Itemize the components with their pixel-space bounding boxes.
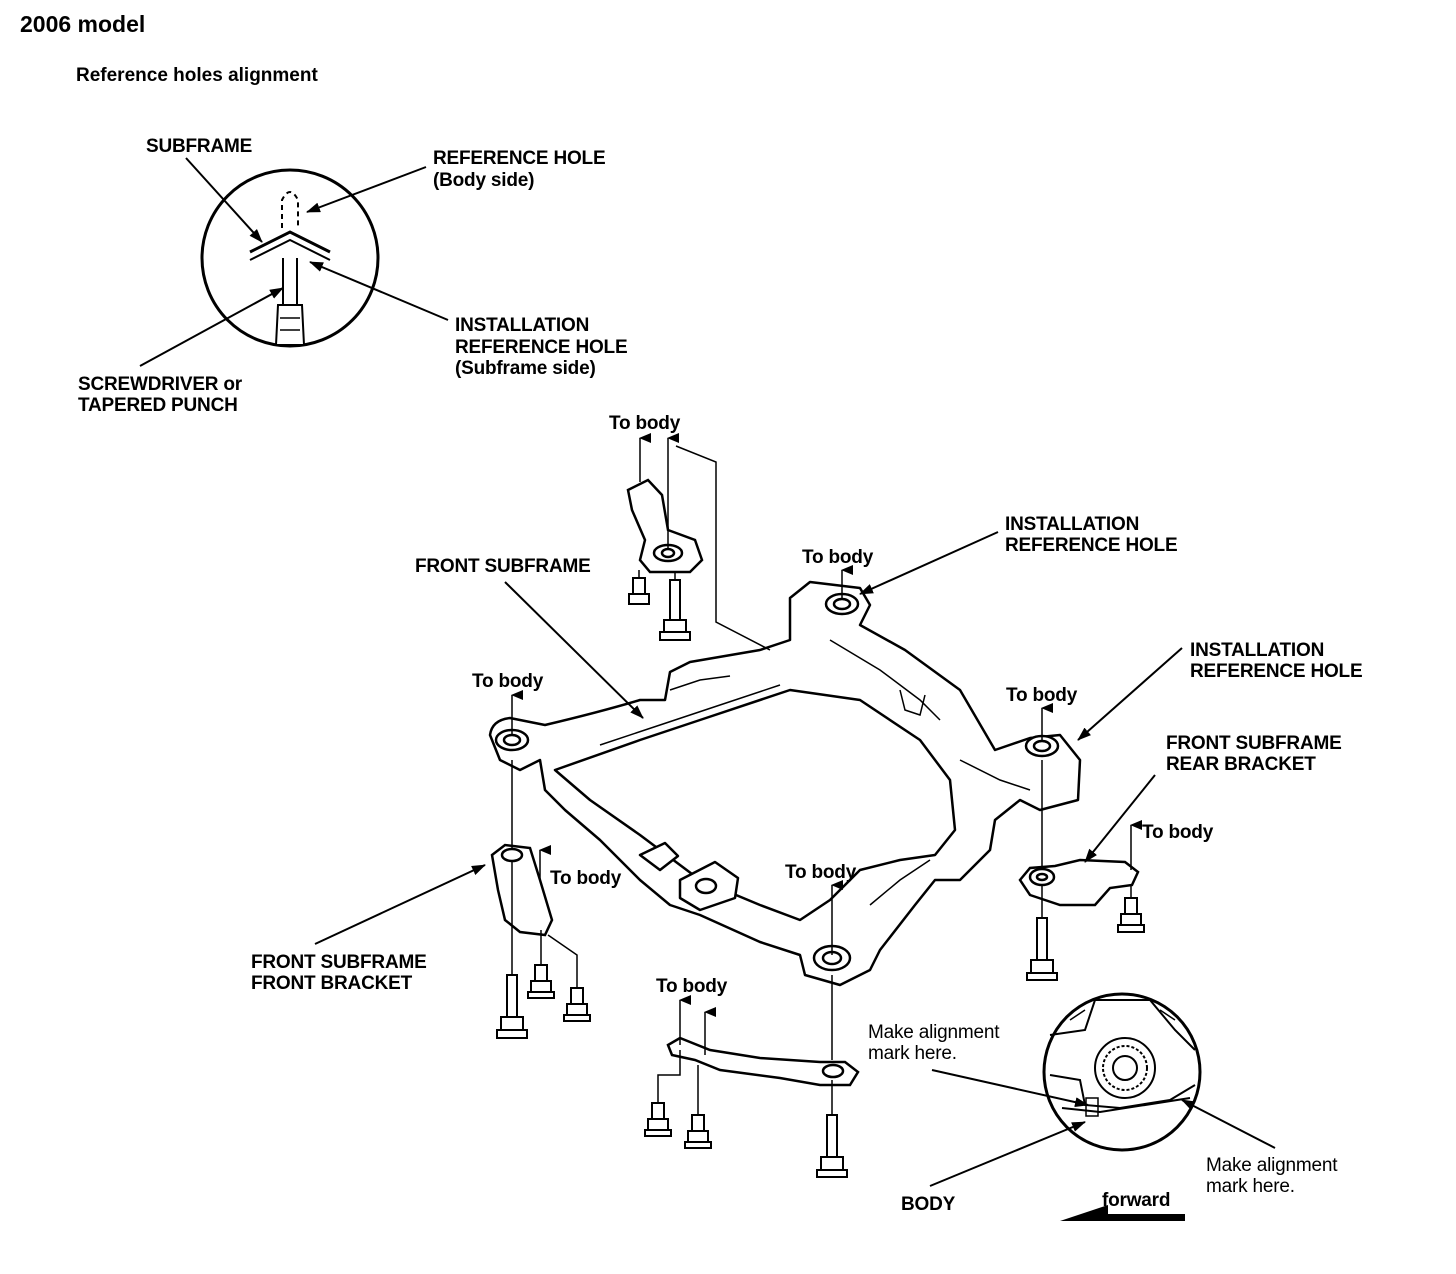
reference-hole-label-right-2: REFERENCE HOLE <box>1190 661 1363 682</box>
rear-bracket <box>1018 858 1140 907</box>
forward-label: forward <box>1102 1190 1171 1211</box>
alignment-mark-label-left-line1: Make alignment <box>868 1022 1000 1043</box>
bolts <box>496 577 1145 1178</box>
front-bracket <box>490 843 554 937</box>
front-bracket-label-line2: FRONT BRACKET <box>251 973 412 994</box>
installation-label-right-1: INSTALLATION <box>1005 514 1140 535</box>
to-body-label-upper-bracket: To body <box>609 413 681 434</box>
screwdriver-label: SCREWDRIVER or <box>78 374 242 395</box>
to-body-label-lower-bracket: To body <box>656 976 728 997</box>
alignment-mark-inset <box>1042 992 1202 1152</box>
subframe-label: SUBFRAME <box>146 136 253 157</box>
forward-arrow <box>1060 1205 1185 1221</box>
alignment-mark-label-right-line2: mark here. <box>1206 1176 1295 1197</box>
reference-hole-inset <box>200 168 380 348</box>
tapered-punch-label: TAPERED PUNCH <box>78 395 238 416</box>
front-subframe-body <box>488 580 1082 987</box>
to-body-label-bottom-mount: To body <box>785 862 857 883</box>
to-body-label-top-right: To body <box>802 547 874 568</box>
to-body-label-front-bracket: To body <box>550 868 622 889</box>
alignment-mark-label-left-line2: mark here. <box>868 1043 957 1064</box>
rear-bracket-label-line1: FRONT SUBFRAME <box>1166 733 1342 754</box>
upper-bracket <box>626 478 704 574</box>
installation-label: INSTALLATION <box>455 315 590 336</box>
front-subframe-label: FRONT SUBFRAME <box>415 556 591 577</box>
to-body-label-rear-bracket: To body <box>1142 822 1214 843</box>
lower-bracket <box>666 1036 860 1087</box>
installation-label-right-2: INSTALLATION <box>1190 640 1325 661</box>
to-body-label-left-mount: To body <box>472 671 544 692</box>
to-body-label-right-mount: To body <box>1006 685 1078 706</box>
page-subtitle: Reference holes alignment <box>76 65 318 86</box>
page-title: 2006 model <box>20 11 146 37</box>
installation-reference-hole-label: REFERENCE HOLE <box>455 337 628 358</box>
subframe-side-label: (Subframe side) <box>455 358 596 379</box>
front-bracket-label-line1: FRONT SUBFRAME <box>251 952 427 973</box>
reference-hole-label: REFERENCE HOLE <box>433 148 606 169</box>
rear-bracket-label-line2: REAR BRACKET <box>1166 754 1316 775</box>
alignment-mark-label-right-line1: Make alignment <box>1206 1155 1338 1176</box>
body-label: BODY <box>901 1194 956 1215</box>
body-side-label: (Body side) <box>433 170 535 191</box>
reference-hole-label-right-1: REFERENCE HOLE <box>1005 535 1178 556</box>
